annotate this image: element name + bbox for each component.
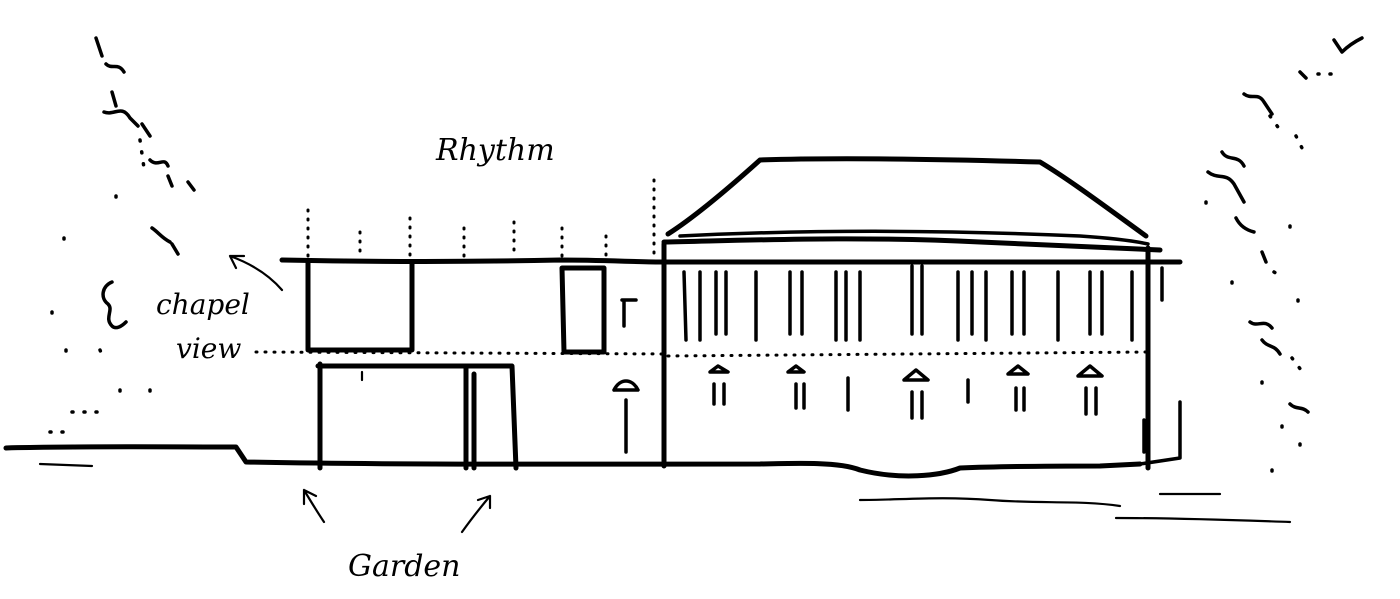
garden-arrow-left	[302, 488, 326, 524]
garden-label: Garden	[348, 549, 460, 584]
garden-arrow-right	[460, 494, 492, 534]
chapel-view-arrow	[228, 254, 284, 292]
historic-villa	[661, 156, 1164, 471]
view-label: view	[176, 332, 241, 365]
ground-line	[3, 400, 1292, 524]
right-tree-scribble	[1204, 36, 1364, 476]
modern-extension	[254, 178, 1183, 471]
left-tree-scribble	[48, 36, 196, 434]
chapel-label: chapel	[156, 288, 250, 321]
rhythm-label: Rhythm	[435, 133, 555, 168]
